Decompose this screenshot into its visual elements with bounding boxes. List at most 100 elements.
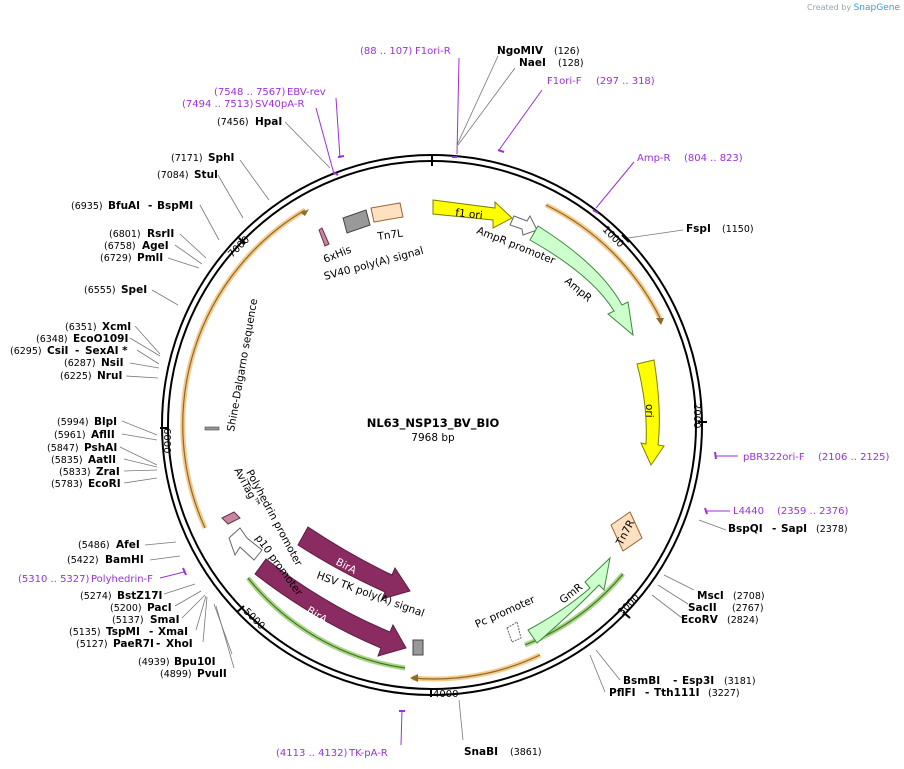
bira-track [247, 577, 406, 669]
enzyme-bfuai[interactable]: (6935)BfuAI-BspMI [71, 200, 193, 212]
primer-ebv-rev[interactable]: (7548 .. 7567)EBV-rev [214, 87, 326, 98]
tick-label-4000: 4000 [433, 689, 458, 700]
tick-label-2000: 2000 [691, 403, 702, 428]
enzyme-paci[interactable]: (5200) PacI [110, 602, 172, 614]
primer-tk-pa-r[interactable]: (4113 .. 4132)TK-pA-R [276, 748, 388, 759]
enzyme-sacii[interactable]: SacII (2767) [688, 602, 764, 614]
left-track [182, 209, 306, 529]
primer-l4440[interactable]: L4440 (2359 .. 2376) [733, 506, 849, 517]
primer-name-sv40pa-r: SV40pA-R [255, 99, 304, 110]
primer-f1ori-r[interactable]: (88 .. 107)F1ori-R [360, 46, 451, 57]
enzyme-naei[interactable]: NaeI(128) [519, 57, 584, 69]
enzyme-bspqi[interactable]: BspQI-SapI(2378) [728, 523, 848, 535]
enzyme-bsmbi[interactable]: BsmBI-Esp3I(3181) [623, 675, 756, 687]
enzyme-fspi[interactable]: FspI(1150) [686, 223, 754, 235]
enzyme-name-paci: PacI [147, 602, 172, 614]
f1-ori-label: f1 ori [455, 207, 483, 222]
enzyme-sphi[interactable]: (7171)SphI [171, 152, 234, 164]
brand-prefix: Created by [807, 3, 852, 12]
enzyme-rsrii[interactable]: (6801)RsrII [109, 228, 174, 240]
enzyme-pos-blpi: (5994) [57, 417, 89, 428]
enzyme-dash-bsmbi: - [673, 675, 677, 687]
primer-range-l4440: (2359 .. 2376) [777, 506, 849, 517]
enzyme-nsii[interactable]: (6287) NsiI [64, 357, 124, 369]
enzyme-bamhi[interactable]: (5422)BamHI [67, 554, 144, 566]
left-track-arrow [301, 209, 309, 216]
enzyme-bstz17i[interactable]: (5274)BstZ17I [80, 590, 162, 602]
enzyme-pos-ecoo109i: (6348) [36, 334, 68, 345]
enzyme-name-msci: MscI [697, 590, 724, 602]
enzyme-pflfi[interactable]: PflFI-Tth111I(3227) [609, 687, 740, 699]
enzyme-name-pmli: PmlI [137, 252, 163, 264]
plasmid-length: 7968 bp [411, 432, 455, 444]
enzyme-pos-csii: (6295) [10, 346, 42, 357]
snapgene-brand: Created by SnapGene [807, 3, 900, 13]
enzyme-afei[interactable]: (5486)AfeI [78, 539, 140, 551]
enzyme-pos-aatii: (5835) [51, 455, 83, 466]
enzyme-nrui[interactable]: (6225)NruI [60, 370, 122, 382]
enzyme-agei[interactable]: (6758)AgeI [104, 240, 169, 252]
enzyme-leaders [119, 55, 727, 741]
enzyme-pvuii[interactable]: (4899) PvuII [160, 668, 227, 680]
enzyme-aflii[interactable]: (5961)AflII [54, 429, 115, 441]
enzyme-name-nsii: NsiI [101, 357, 124, 369]
tick-label-3000: 3000 [616, 592, 642, 618]
enzyme-pos-sacii: (2767) [732, 603, 764, 614]
enzyme-name-agei: AgeI [142, 240, 169, 252]
enzyme-pos-xcmi: (6351) [65, 322, 97, 333]
enzyme-name-snabi: SnaBI [464, 746, 498, 758]
enzyme-ecorv[interactable]: EcoRV(2824) [681, 614, 759, 626]
enzyme-stui[interactable]: (7084) StuI [157, 169, 218, 181]
enzyme-pos-paci: (5200) [110, 603, 142, 614]
enzyme-dash-tspmi: - [149, 626, 153, 638]
enzyme-smai[interactable]: (5137)SmaI [112, 614, 180, 626]
enzyme-name-bstz17i: BstZ17I [117, 590, 162, 602]
enzyme-pos-pflfi: (3227) [708, 688, 740, 699]
enzyme-aatii[interactable]: (5835)AatII [51, 454, 116, 466]
enzyme-paer7i[interactable]: (5127)PaeR7I-XhoI [76, 638, 193, 650]
enzyme-bpu10i[interactable]: (4939)Bpu10I [138, 656, 216, 668]
enzyme-blpi[interactable]: (5994)BlpI [57, 416, 117, 428]
primer-sv40pa-r[interactable]: (7494 .. 7513)SV40pA-R [182, 99, 304, 110]
enzyme-msci[interactable]: MscI(2708) [697, 590, 765, 602]
enzyme-pos-bfuai: (6935) [71, 201, 103, 212]
enzyme-name-ngomiv: NgoMIV [497, 45, 544, 57]
enzyme-zrai[interactable]: (5833) ZraI [59, 466, 120, 478]
enzyme-name-sexai: SexAI * [85, 345, 128, 357]
enzyme-name-zrai: ZraI [96, 466, 120, 478]
enzyme-tspmi[interactable]: (5135)TspMI-XmaI [69, 626, 188, 638]
enzyme-name-hpai: HpaI [255, 116, 282, 128]
enzyme-snabi[interactable]: SnaBI(3861) [464, 746, 542, 758]
enzyme-ecoo109i[interactable]: (6348)EcoO109I [36, 333, 128, 345]
primer-name-l4440: L4440 [733, 506, 764, 517]
brand-name: SnapGene [853, 3, 900, 13]
enzyme-name-fspi: FspI [686, 223, 711, 235]
primer-pbr322ori-f[interactable]: pBR322ori-F(2106 .. 2125) [743, 452, 890, 463]
feature-shine-dalgarno: Shine-Dalgarno sequence [204, 298, 260, 433]
enzyme-ngomiv[interactable]: NgoMIV(126) [497, 45, 580, 57]
ampr-highlight [544, 202, 663, 320]
primer-polyhedrin-f[interactable]: (5310 .. 5327)Polyhedrin-F [18, 574, 153, 585]
enzyme-pos-nsii: (6287) [64, 358, 96, 369]
enzyme-name-bspmi: BspMI [157, 200, 193, 212]
his-tag-label: 6xHis [322, 244, 354, 266]
enzyme-pshai[interactable]: (5847)PshAI [47, 442, 117, 454]
enzyme-pos-pvuii: (4899) [160, 669, 192, 680]
enzyme-pos-stui: (7084) [157, 170, 189, 181]
enzyme-name-sacii: SacII [688, 602, 717, 614]
enzyme-csii[interactable]: (6295)CsiI-SexAI * [10, 345, 128, 357]
enzyme-pmli[interactable]: (6729)PmlI [100, 252, 163, 264]
enzyme-spei[interactable]: (6555)SpeI [84, 284, 147, 296]
feature-f1-ori: f1 ori [432, 199, 513, 229]
primer-name-polyhedrin-f: Polyhedrin-F [91, 574, 153, 585]
enzyme-ecori[interactable]: (5783)EcoRI [51, 478, 121, 490]
primer-f1ori-f[interactable]: F1ori-F(297 .. 318) [547, 76, 655, 87]
primer-amp-r[interactable]: Amp-R(804 .. 823) [637, 153, 743, 164]
enzyme-name-stui: StuI [194, 169, 218, 181]
enzyme-name-pvuii: PvuII [197, 668, 227, 680]
enzyme-name-afei: AfeI [116, 539, 140, 551]
enzyme-xcmi[interactable]: (6351)XcmI [65, 321, 131, 333]
enzyme-hpai[interactable]: (7456)HpaI [217, 116, 282, 128]
enzyme-pos-zrai: (5833) [59, 467, 91, 478]
